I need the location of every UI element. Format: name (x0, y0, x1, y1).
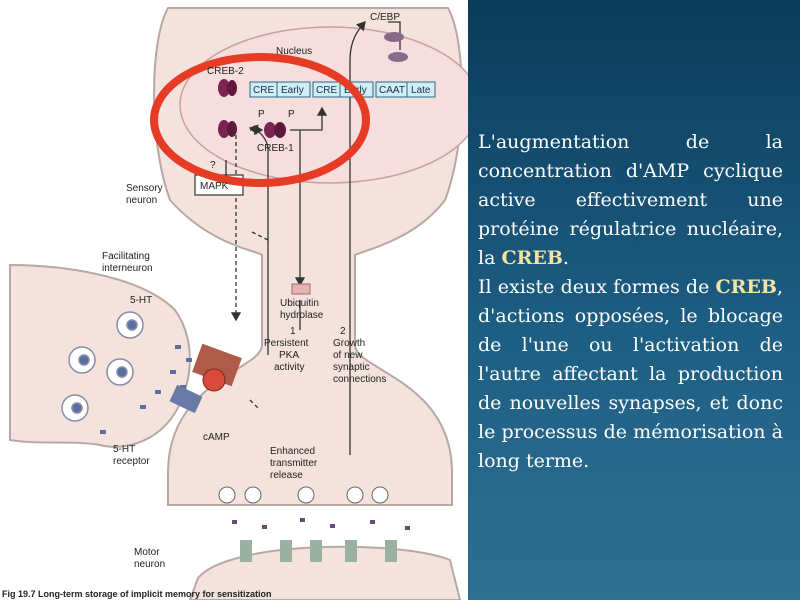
paragraph-1: L'augmentation de la concentration d'AMP… (478, 128, 783, 273)
paragraph-1-end: . (562, 247, 569, 269)
label-persistent-2: PKA (279, 350, 299, 361)
gene-box-early-1-label: Early (281, 85, 304, 96)
slide-text: L'augmentation de la concentration d'AMP… (478, 128, 783, 476)
cebp-proteins (384, 32, 408, 62)
label-enhanced-2: transmitter (270, 458, 318, 469)
gene-box-early-1 (276, 81, 311, 98)
highlight-circle (150, 53, 370, 187)
creb-proteins (218, 79, 286, 138)
text-panel (468, 0, 800, 600)
ubiquitin-hydrolase-block (291, 283, 311, 295)
gene-box-cre-1-label: CRE (253, 85, 274, 96)
label-enhanced-3: release (270, 470, 303, 481)
paragraph-2-text: , d'actions opposées, le blocage de l'un… (478, 276, 783, 472)
label-question: ? (210, 160, 216, 171)
label-mapk: MAPK (200, 181, 229, 192)
label-p1: P (258, 109, 265, 120)
paragraph-1-text: L'augmentation de la concentration d'AMP… (478, 131, 783, 269)
label-growth-2: of new (333, 350, 363, 361)
label-p2: P (288, 109, 295, 120)
label-receptor-1: 5-HT (113, 444, 135, 455)
label-enhanced-1: Enhanced (270, 446, 315, 457)
gene-box-caat-label: CAAT (379, 85, 405, 96)
creb-highlight-2: CREB (715, 276, 777, 298)
neuron-diagram: CRE Early CRE Early CAAT Late (2, 7, 468, 600)
label-sensory-1: Sensory (126, 183, 163, 194)
label-num2: 2 (340, 326, 346, 337)
figure-caption: Fig 19.7 Long-term storage of implicit m… (2, 589, 272, 599)
synaptic-terminal-vesicles (218, 486, 389, 504)
label-facilitating-1: Facilitating (102, 251, 150, 262)
label-growth-3: synaptic (333, 362, 370, 373)
label-creb1: CREB-1 (257, 143, 294, 154)
label-growth-1: Growth (333, 338, 365, 349)
motor-receptors (240, 540, 397, 562)
label-num1: 1 (290, 326, 296, 337)
pka-complex (169, 343, 242, 414)
label-persistent-3: activity (274, 362, 305, 373)
label-creb2: CREB-2 (207, 66, 244, 77)
label-motor-2: neuron (134, 559, 165, 570)
label-cebp: C/EBP (370, 12, 400, 23)
label-facilitating-2: interneuron (102, 263, 153, 274)
label-ubiquitin-1: Ubiquitin (280, 298, 319, 309)
label-sensory-2: neuron (126, 195, 157, 206)
gene-box-cre-2-label: CRE (316, 85, 337, 96)
label-camp: cAMP (203, 432, 230, 443)
label-nucleus: Nucleus (276, 46, 312, 57)
signal-arrows (225, 21, 401, 455)
gene-box-late-label: Late (411, 85, 431, 96)
diagram-panel: CRE Early CRE Early CAAT Late (2, 7, 468, 600)
label-motor-1: Motor (134, 547, 160, 558)
label-5ht: 5-HT (130, 295, 152, 306)
serotonin-molecules (100, 345, 192, 434)
label-persistent-1: Persistent (264, 338, 309, 349)
label-growth-4: connections (333, 374, 386, 385)
gene-box-row: CRE Early CRE Early CAAT Late (249, 81, 436, 98)
paragraph-2-start: Il existe deux formes de (478, 276, 716, 298)
paragraph-2: Il existe deux formes de CREB, d'actions… (478, 273, 783, 476)
cleft-transmitters (232, 518, 410, 530)
nucleus (179, 26, 468, 184)
label-receptor-2: receptor (113, 456, 150, 467)
label-ubiquitin-2: hydrolase (280, 310, 324, 321)
vesicles (61, 311, 144, 422)
facilitating-interneuron (9, 263, 191, 448)
gene-box-late (406, 81, 436, 98)
creb-highlight-1: CREB (501, 247, 563, 269)
